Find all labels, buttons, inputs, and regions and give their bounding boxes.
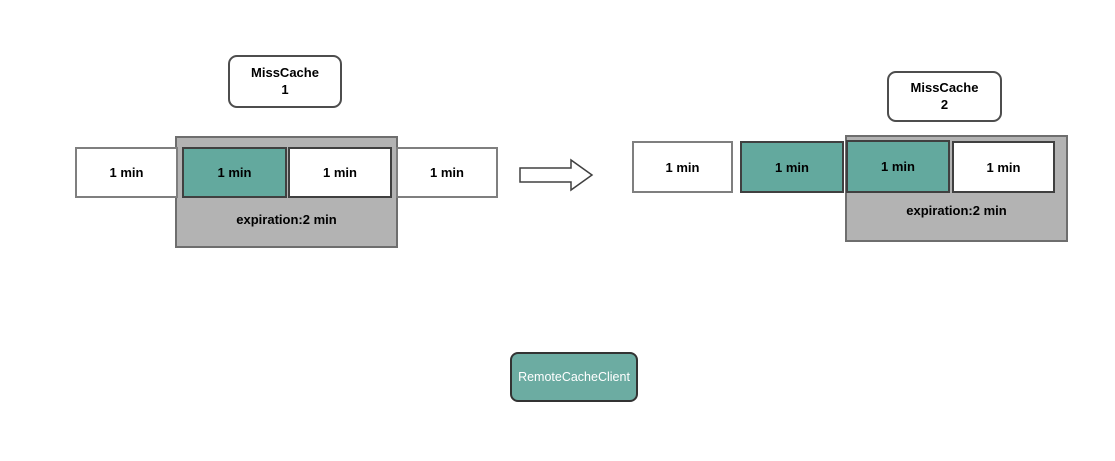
misscache-1-label: MissCache 1: [228, 55, 342, 108]
misscache-2-title: MissCache: [910, 79, 979, 95]
left-cell-3: 1 min: [288, 147, 392, 198]
misscache-1-title: MissCache: [251, 64, 319, 80]
left-cell-2: 1 min: [182, 147, 287, 198]
remote-cache-client-node: RemoteCacheClient: [510, 352, 638, 402]
left-cell-4: 1 min: [396, 147, 498, 198]
right-cell-1: 1 min: [632, 141, 733, 193]
right-arrow-icon: [518, 157, 594, 193]
misscache-1-number: 1: [281, 81, 289, 97]
right-cell-4: 1 min: [952, 141, 1055, 193]
expiration-label-2: expiration:2 min: [906, 203, 1007, 218]
misscache-2-number: 2: [940, 96, 949, 112]
right-cell-3: 1 min: [846, 140, 950, 193]
left-cell-1: 1 min: [75, 147, 178, 198]
right-cell-2: 1 min: [740, 141, 844, 193]
expiration-label-1: expiration:2 min: [236, 212, 337, 227]
misscache-2-label: MissCache 2: [887, 71, 1002, 122]
